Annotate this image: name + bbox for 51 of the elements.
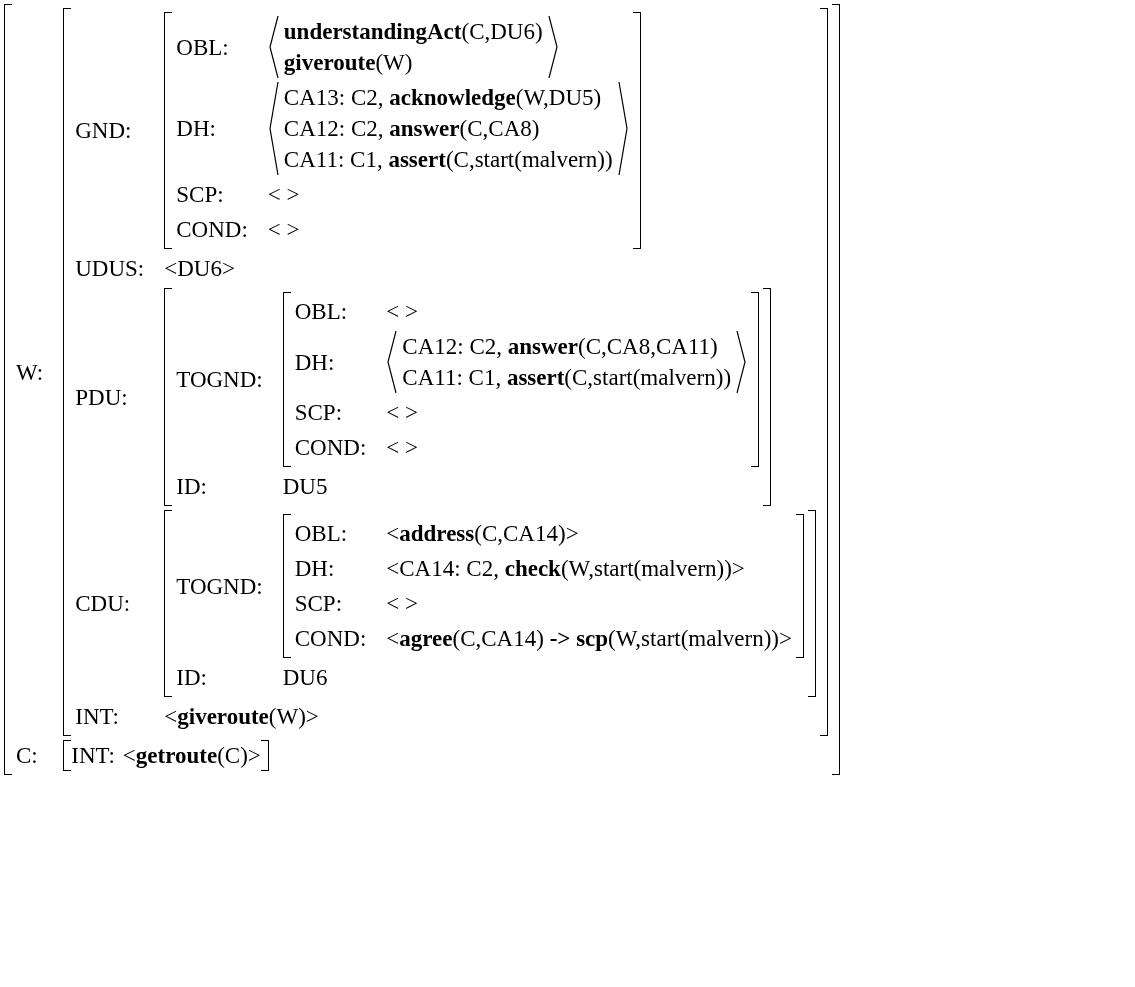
attribute-label: COND: (294, 625, 367, 653)
list-item: giveroute(W) (283, 49, 414, 77)
attribute-label: C: (16, 742, 39, 770)
bracket-matrix (282, 292, 760, 467)
attribute-value: < > (386, 399, 418, 427)
attribute-label: TOGND: (176, 572, 263, 601)
attribute-value: <agree(C,CA14) -> scp(W,start(malvern))> (386, 625, 792, 653)
attribute-value: < > (267, 216, 300, 244)
attribute-label: COND: (294, 434, 367, 462)
attribute-label: DH: (294, 348, 336, 377)
attribute-label: INT: (75, 703, 120, 731)
list-item: CA11: C1, assert(C,start(malvern)) (402, 364, 732, 392)
attribute-label: CDU: (75, 590, 132, 618)
attribute-label: OBL: (294, 520, 349, 548)
bracket-matrix (164, 510, 816, 697)
attribute-label: W: (16, 358, 44, 387)
attribute-value: < > (386, 590, 418, 618)
attribute-value: <DU6> (164, 255, 235, 283)
bracket-matrix (164, 12, 641, 249)
attribute-label: SCP: (176, 181, 225, 209)
attribute-value: < > (386, 298, 418, 326)
attribute-label: ID: (176, 473, 208, 501)
bracket-matrix (164, 288, 772, 506)
attribute-value: DU6 (282, 664, 328, 692)
attribute-label: PDU: (75, 383, 129, 412)
list-item: CA13: C2, acknowledge(W,DU5) (283, 84, 603, 112)
attribute-label: COND: (176, 216, 248, 244)
attribute-label: TOGND: (176, 366, 263, 394)
bracket-matrix (63, 740, 269, 771)
attribute-label: OBL: (294, 298, 349, 326)
list-item: CA11: C1, assert(C,start(malvern)) (283, 146, 613, 174)
attribute-label: SCP: (294, 399, 344, 427)
list-item: CA12: C2, answer(C,CA8) (283, 115, 541, 143)
attribute-value: <giveroute(W)> (164, 703, 319, 731)
attribute-value: <address(C,CA14)> (386, 520, 579, 548)
attribute-label: OBL: (176, 33, 230, 62)
attribute-label: ID: (176, 664, 208, 692)
attribute-label: DH: (176, 115, 217, 143)
list-item: CA12: C2, answer(C,CA8,CA11) (402, 333, 719, 361)
attribute-value: < > (386, 434, 418, 462)
attribute-value: <getroute(C)> (122, 742, 261, 770)
attribute-label: UDUS: (75, 255, 145, 283)
list-item: understandingAct(C,DU6) (283, 18, 543, 46)
attribute-label: DH: (294, 555, 336, 583)
attribute-label: GND: (75, 117, 133, 145)
bracket-matrix (282, 514, 804, 658)
attribute-value: <CA14: C2, check(W,start(malvern))> (386, 555, 745, 583)
attribute-value: < > (267, 181, 300, 209)
attribute-label: SCP: (294, 590, 344, 618)
attribute-value: DU5 (282, 473, 328, 501)
attribute-label: INT: (71, 742, 115, 770)
